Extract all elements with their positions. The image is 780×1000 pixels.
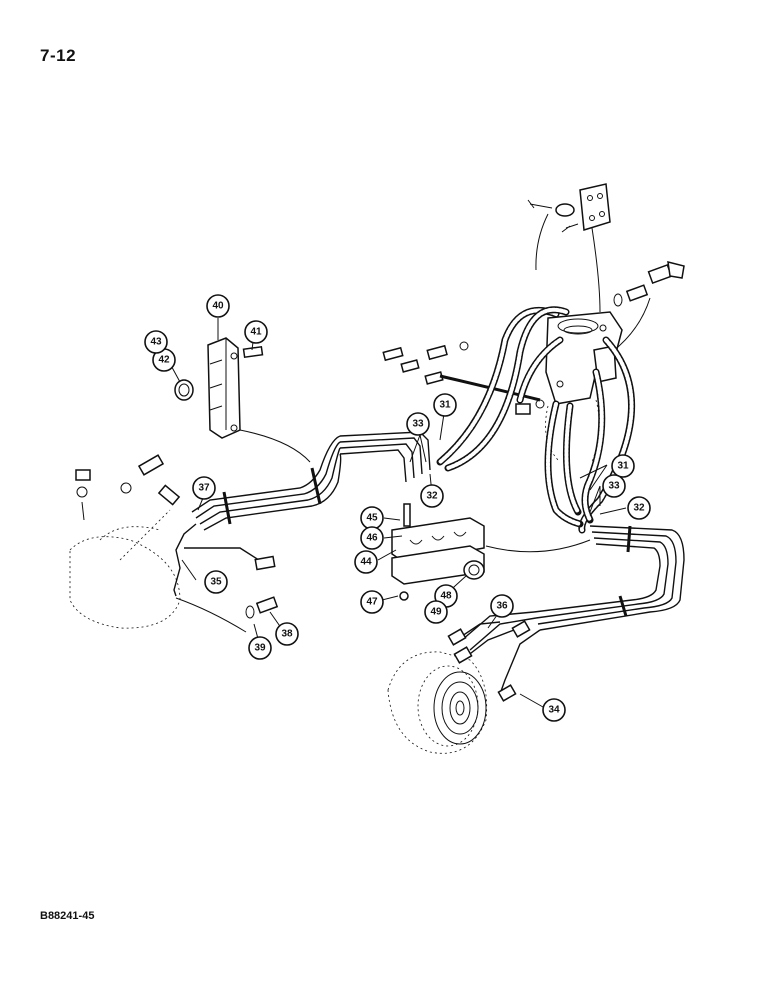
svg-text:41: 41: [250, 327, 262, 338]
callout-49: 49: [424, 600, 448, 624]
callout-40: 40: [206, 294, 230, 318]
valve-fittings: [382, 341, 545, 415]
svg-text:45: 45: [366, 513, 378, 524]
svg-text:46: 46: [366, 533, 378, 544]
control-valve-assembly: [545, 311, 623, 463]
steel-tube-bundle: [191, 431, 431, 531]
callout-46: 46: [360, 526, 384, 550]
callout-36: 36: [490, 594, 514, 618]
callout-43: 43: [144, 330, 168, 354]
svg-text:36: 36: [496, 601, 508, 612]
hydraulic-hoses: [436, 306, 635, 534]
callout-34: 34: [542, 698, 566, 722]
page-number: 7-12: [40, 46, 77, 65]
svg-text:32: 32: [426, 491, 438, 502]
elbow-fittings: [535, 213, 685, 353]
callout-41: 41: [244, 320, 268, 344]
svg-text:31: 31: [439, 400, 451, 411]
svg-text:38: 38: [281, 629, 293, 640]
callout-45: 45: [360, 506, 384, 530]
mounting-plate: [527, 183, 611, 313]
callout-31: 31: [433, 393, 457, 417]
svg-text:44: 44: [360, 557, 372, 568]
svg-text:31: 31: [617, 461, 629, 472]
svg-text:48: 48: [440, 591, 452, 602]
callout-33: 33: [602, 474, 626, 498]
callout-31: 31: [611, 454, 635, 478]
clamp-block-40: [174, 337, 311, 463]
callout-39: 39: [248, 636, 272, 660]
callout-32: 32: [420, 484, 444, 508]
callout-35: 35: [204, 570, 228, 594]
callout-33: 33: [406, 412, 430, 436]
callout-38: 38: [275, 622, 299, 646]
callout-44: 44: [354, 550, 378, 574]
svg-text:32: 32: [633, 503, 645, 514]
clamp-block-44: [391, 503, 591, 601]
svg-text:33: 33: [608, 481, 620, 492]
svg-text:33: 33: [412, 419, 424, 430]
svg-text:43: 43: [150, 337, 162, 348]
callout-47: 47: [360, 590, 384, 614]
svg-text:49: 49: [430, 607, 442, 618]
callout-37: 37: [192, 476, 216, 500]
right-tube-bundle: [461, 525, 685, 695]
svg-text:47: 47: [366, 597, 378, 608]
svg-text:40: 40: [212, 301, 224, 312]
svg-text:37: 37: [198, 483, 210, 494]
svg-text:42: 42: [158, 355, 170, 366]
svg-text:35: 35: [210, 577, 222, 588]
right-brake-assembly: [387, 620, 531, 754]
left-brake-assembly: [69, 454, 279, 633]
figure-code: B88241-45: [40, 910, 95, 922]
svg-text:39: 39: [254, 643, 266, 654]
svg-text:34: 34: [548, 705, 560, 716]
callout-32: 32: [627, 496, 651, 520]
